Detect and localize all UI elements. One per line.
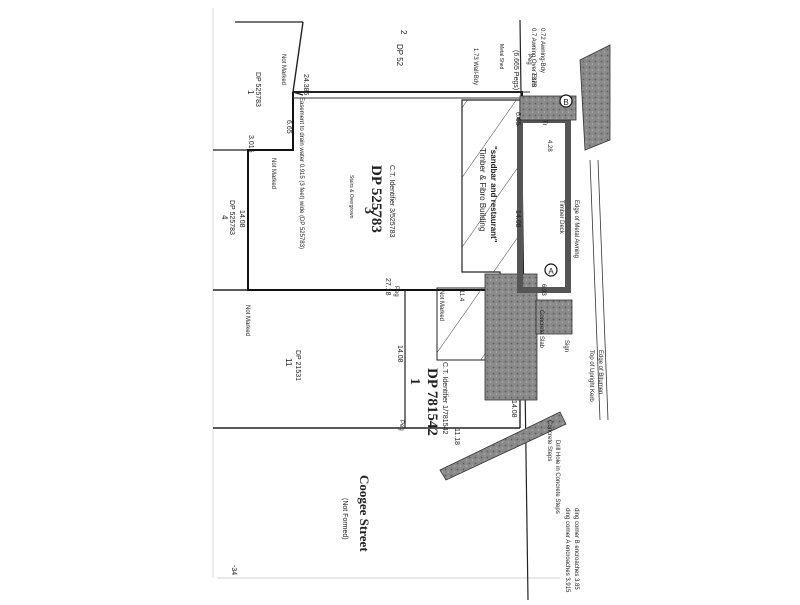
- lot4-number: 4: [220, 215, 229, 220]
- lot3-ct: C.T. Identifier 3/525783: [388, 165, 395, 237]
- page-edge-mark: -34: [230, 565, 237, 575]
- corner-b-note: ding corner B encroaches 3.85: [573, 508, 579, 590]
- lot1-dp525783-number: 1: [246, 90, 255, 95]
- dim-665-right: 6.65: [514, 112, 521, 126]
- peg-label-1: Peg: [393, 286, 399, 297]
- not-marked-label-2: Not Marked: [270, 158, 276, 189]
- lot2-number: 2: [399, 30, 408, 35]
- marker-b: [559, 94, 573, 108]
- lot1-dp781542-ct: C.T. Identifier 1/781542: [441, 362, 448, 434]
- top-kerb-label: Top of Upright Kerb: [588, 350, 594, 402]
- dim-24385: 24.385: [302, 74, 309, 96]
- kerb-line: [589, 159, 601, 421]
- marker-a-label: A: [548, 267, 554, 276]
- building-name: Timber & Fibro Building: [478, 148, 487, 231]
- lot1-dp525783-plan: DP 525783: [254, 72, 261, 107]
- lot3-plan: DP 525783: [368, 165, 384, 233]
- dim-693: 6.93: [540, 284, 546, 296]
- dim-1408-b: 14.08: [396, 345, 403, 363]
- lot4-plan: DP 525783: [228, 200, 235, 235]
- sign-label: Sign: [563, 340, 569, 352]
- dim-1408-c: 14.08: [510, 400, 517, 418]
- lot1-dp525783-east-boundary: [292, 21, 304, 96]
- not-marked-label-1: Not Marked: [280, 54, 286, 85]
- timber-deck-area: [484, 273, 538, 401]
- dim-1118: 11.18: [453, 428, 460, 445]
- lot11-plan: DP 21531: [294, 350, 301, 381]
- peg-label-2: Peg: [398, 420, 404, 431]
- concrete-steps-label: Concrete Steps: [546, 420, 552, 461]
- not-marked-label-3: Not Marked: [244, 305, 250, 336]
- awning-over-label: 0.7 Awning Over Esmt: [530, 28, 536, 88]
- easement-label: Easement to drain water 0.915 (3 feet) w…: [298, 97, 304, 249]
- corner-a-note: ding corner A encroaches 3.915: [564, 508, 570, 593]
- dim-665-top: 6.65: [285, 120, 292, 134]
- dim-2718: 27.18: [384, 278, 391, 296]
- concrete-area-top-right: [579, 44, 611, 151]
- bitumen-edge-line: [597, 159, 609, 421]
- street-status: (Not Formed): [341, 498, 348, 540]
- peg-label-3: Peg: [526, 54, 532, 65]
- lot11-number: 11: [284, 358, 293, 367]
- edge-bitumen-label: Edge of Bitumen: [597, 350, 603, 394]
- not-marked-label-4: Not Marked: [438, 290, 444, 321]
- wall-to-boundary-label: 1.73 Wall-Bdy: [472, 48, 478, 85]
- dim-114: 11.4: [458, 290, 464, 302]
- marker-a: [544, 263, 558, 277]
- drill-hole-label: Drill Hole in Concrete Steps: [554, 440, 560, 514]
- dim-428: 4.28: [546, 140, 552, 152]
- dim-3015: 3.015: [247, 135, 254, 153]
- lot3-note: Stairs & Overgrown: [348, 175, 354, 219]
- metal-shed-label: Metal Shed: [498, 44, 504, 70]
- marker-b-label: B: [563, 98, 568, 107]
- building-use: "sandbar and restaurant": [489, 146, 498, 243]
- street-name: Coogee Street: [357, 475, 372, 552]
- tr-label: Tr: [541, 120, 547, 125]
- concrete-slab-area: [535, 299, 573, 335]
- dim-1408-right: 14.08: [514, 210, 521, 228]
- awning-boundary-label: 0.72 Awning-Bdy: [539, 28, 545, 73]
- timber-deck-label: Timber Deck: [558, 200, 564, 235]
- lot3-number: 3: [361, 207, 376, 214]
- edge-metal-awning-label: Edge of Metal Awning: [573, 200, 579, 258]
- lot1-dp781542-plan: DP 781542: [424, 368, 440, 436]
- lot2-plan: DP 52: [395, 44, 404, 67]
- dim-7875: 7.875: [530, 72, 536, 88]
- dim-1408-a: 14.08: [238, 210, 245, 228]
- lot1-dp781542-number: 1: [407, 378, 422, 385]
- concrete-slab-label: Concrete Slab: [538, 310, 544, 349]
- concrete-steps-area: [439, 411, 567, 481]
- dim-6665-pegs: (6.665 Pegs): [512, 50, 519, 90]
